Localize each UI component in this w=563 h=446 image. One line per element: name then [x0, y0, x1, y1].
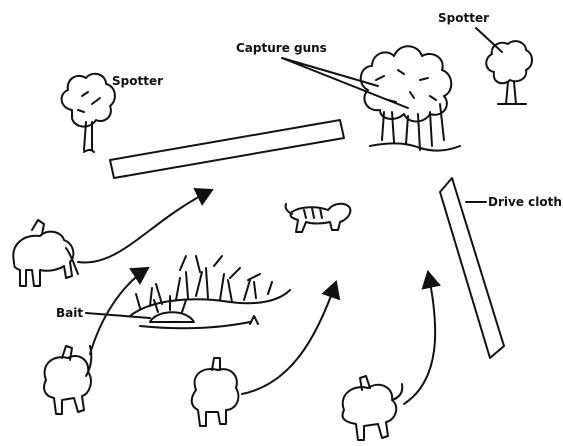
label-spotter-left: Spotter — [112, 74, 163, 88]
tiger — [286, 204, 351, 232]
elephant-3 — [192, 358, 239, 426]
elephant-1 — [13, 220, 78, 286]
spotter-tree-right — [486, 41, 532, 104]
spotter-tree-left — [62, 74, 115, 152]
capture-guns-trees — [361, 46, 460, 150]
elephant-4 — [343, 376, 403, 440]
label-drive-cloth: Drive cloth — [488, 195, 562, 209]
arrow-elephant-4 — [404, 272, 435, 404]
arrow-elephant-1 — [78, 190, 212, 263]
top-barrier-cloth — [110, 120, 344, 178]
leader-spotter-right — [476, 28, 502, 52]
leader-bait — [86, 313, 150, 318]
bait-grass-area — [130, 256, 290, 328]
label-capture-guns: Capture guns — [236, 41, 327, 55]
label-spotter-right: Spotter — [438, 11, 489, 25]
label-bait: Bait — [56, 306, 83, 320]
elephant-2 — [44, 346, 91, 414]
